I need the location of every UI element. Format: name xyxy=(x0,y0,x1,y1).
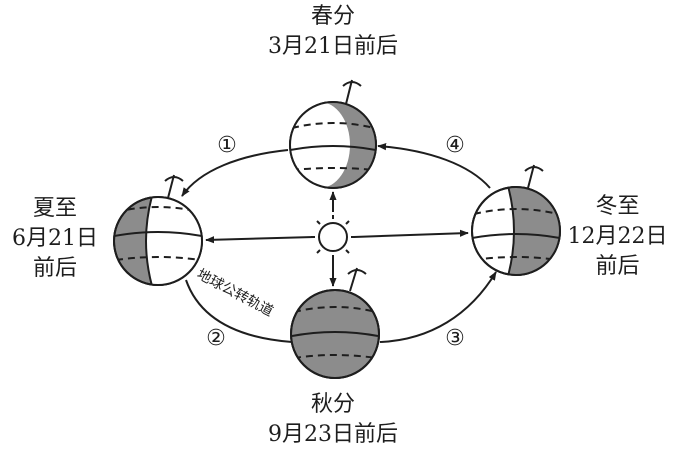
winter-date: 12月22日 xyxy=(560,222,675,252)
ray-to-winter xyxy=(354,233,468,237)
winter-approx: 前后 xyxy=(560,252,675,282)
earth-autumn xyxy=(291,268,379,378)
earth-summer xyxy=(114,175,210,286)
orbit-arc-3 xyxy=(380,272,496,342)
sun-icon xyxy=(311,215,355,259)
label-autumn: 秋分 9月23日前后 xyxy=(248,390,418,450)
label-spring: 春分 3月21日前后 xyxy=(248,2,418,62)
stage-marker-4: ④ xyxy=(445,133,465,158)
spring-name: 春分 xyxy=(248,2,418,32)
stage-marker-2: ② xyxy=(206,326,226,351)
label-winter: 冬至 12月22日 前后 xyxy=(560,192,675,282)
autumn-date: 9月23日前后 xyxy=(248,420,418,450)
ray-to-summer xyxy=(206,237,314,240)
autumn-name: 秋分 xyxy=(248,390,418,420)
spring-date: 3月21日前后 xyxy=(248,32,418,62)
label-summer: 夏至 6月21日 前后 xyxy=(0,194,110,284)
summer-date: 6月21日 xyxy=(0,224,110,254)
orbit-arc-4 xyxy=(378,146,490,188)
stage-marker-3: ③ xyxy=(445,326,465,351)
earth-winter xyxy=(472,165,570,276)
summer-approx: 前后 xyxy=(0,254,110,284)
earth-spring xyxy=(286,80,376,190)
winter-name: 冬至 xyxy=(560,192,675,222)
stage-marker-1: ① xyxy=(217,133,237,158)
summer-name: 夏至 xyxy=(0,194,110,224)
